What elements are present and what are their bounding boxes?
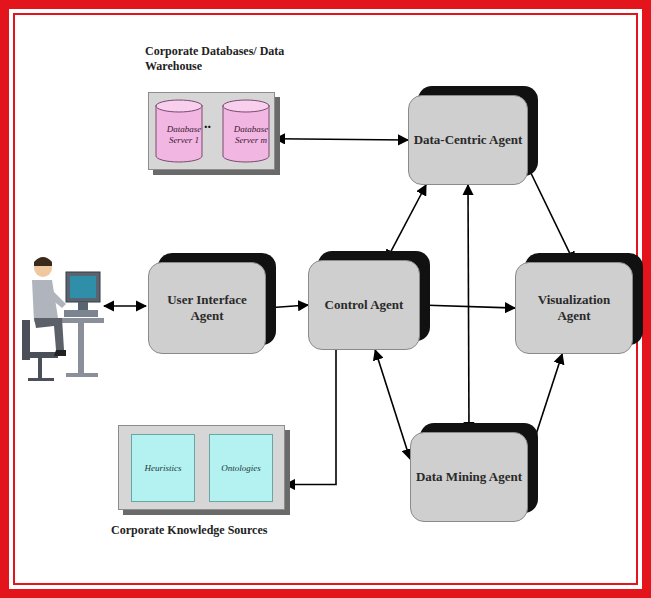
panel-heading: Corporate Knowledge Sources [111, 523, 267, 539]
connector-arrow [266, 305, 308, 308]
agent-label: Visualization Agent [516, 292, 632, 325]
panel-heading: Corporate Databases/ Data Warehouse [145, 44, 285, 75]
connector-arrow [468, 185, 469, 432]
agent-label: User Interface Agent [149, 292, 265, 325]
connector-arrow [285, 350, 336, 485]
source-panel: Corporate Knowledge SourcesHeuristicsOnt… [118, 425, 285, 510]
knowledge-box: Heuristics [131, 434, 195, 502]
connector-arrow [420, 305, 515, 308]
ellipsis-label: .. [204, 116, 211, 132]
agent-box: Data Mining Agent [410, 432, 528, 522]
agent-label: Data-Centric Agent [410, 132, 527, 148]
server-label: Database Server m [222, 116, 280, 146]
connector-arrow [275, 139, 408, 140]
connector-arrow [528, 354, 562, 459]
knowledge-box: Ontologies [209, 434, 273, 502]
knowledge-label: Heuristics [142, 463, 185, 473]
connector-arrow [375, 350, 410, 459]
agent-box: User Interface Agent [148, 262, 266, 354]
agent-box: Data-Centric Agent [408, 95, 528, 185]
connector-arrow [386, 185, 426, 260]
source-panel: Corporate Databases/ Data WarehouseDatab… [148, 92, 275, 170]
agent-label: Control Agent [321, 297, 408, 313]
agent-label: Data Mining Agent [412, 469, 526, 485]
database-cylinder: Database Server m [222, 99, 280, 163]
agent-box: Visualization Agent [515, 262, 633, 354]
agent-box: Control Agent [308, 260, 420, 350]
knowledge-label: Ontologies [218, 463, 264, 473]
connector-arrow [528, 167, 574, 262]
